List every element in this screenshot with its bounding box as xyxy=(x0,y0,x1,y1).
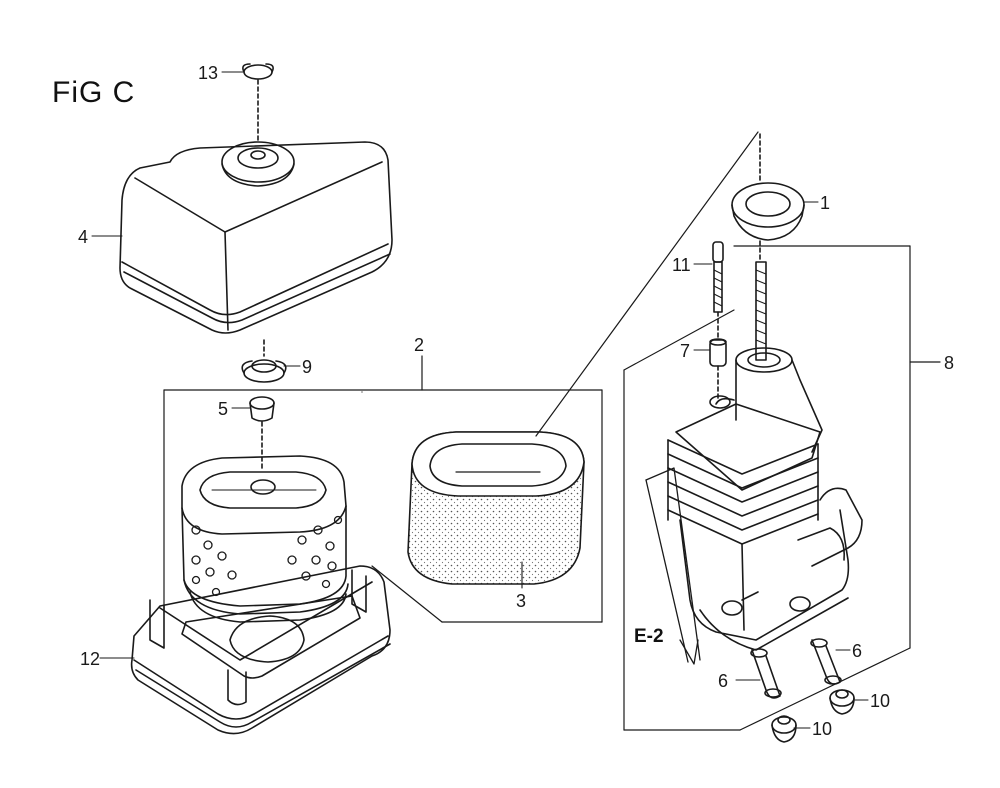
figure-title: FiG C xyxy=(52,76,136,109)
cap-right xyxy=(830,690,854,714)
seal-grommet xyxy=(732,134,804,262)
nut xyxy=(250,397,274,470)
collar-nut xyxy=(710,339,726,400)
callout-3: 3 xyxy=(516,591,527,611)
callout-12: 12 xyxy=(80,649,101,669)
air-cleaner-cover xyxy=(120,142,392,333)
air-cleaner-base xyxy=(132,566,390,734)
callout-10-left: 10 xyxy=(812,719,833,739)
callout-4: 4 xyxy=(78,227,89,247)
callout-2: 2 xyxy=(414,335,425,355)
callout-7: 7 xyxy=(680,341,691,361)
callout-11: 11 xyxy=(672,255,691,275)
breather-pipe-right xyxy=(811,639,841,684)
wing-nut-middle xyxy=(242,340,286,382)
reference-arrow xyxy=(646,468,700,664)
foam-element xyxy=(408,432,584,584)
wing-nut-top xyxy=(243,64,273,140)
callout-9: 9 xyxy=(302,357,313,377)
cap-left xyxy=(772,716,796,742)
air-cleaner-elbow xyxy=(668,262,862,650)
callout-10-right: 10 xyxy=(870,691,891,711)
breather-pipe-left xyxy=(751,649,781,698)
callout-6-right: 6 xyxy=(852,641,863,661)
stud-bolt xyxy=(713,242,723,338)
callout-8: 8 xyxy=(944,353,955,373)
inner-filter-element xyxy=(182,456,348,622)
callout-1: 1 xyxy=(820,193,831,213)
callout-5: 5 xyxy=(218,399,229,419)
leader-line-diagonal xyxy=(536,132,758,436)
reference-label-e2: E-2 xyxy=(634,626,664,647)
group-bracket-8 xyxy=(624,246,940,730)
callout-13: 13 xyxy=(198,63,219,83)
leader-lines xyxy=(92,72,868,728)
callout-6-left: 6 xyxy=(718,671,729,691)
group-bracket-2 xyxy=(164,356,602,622)
